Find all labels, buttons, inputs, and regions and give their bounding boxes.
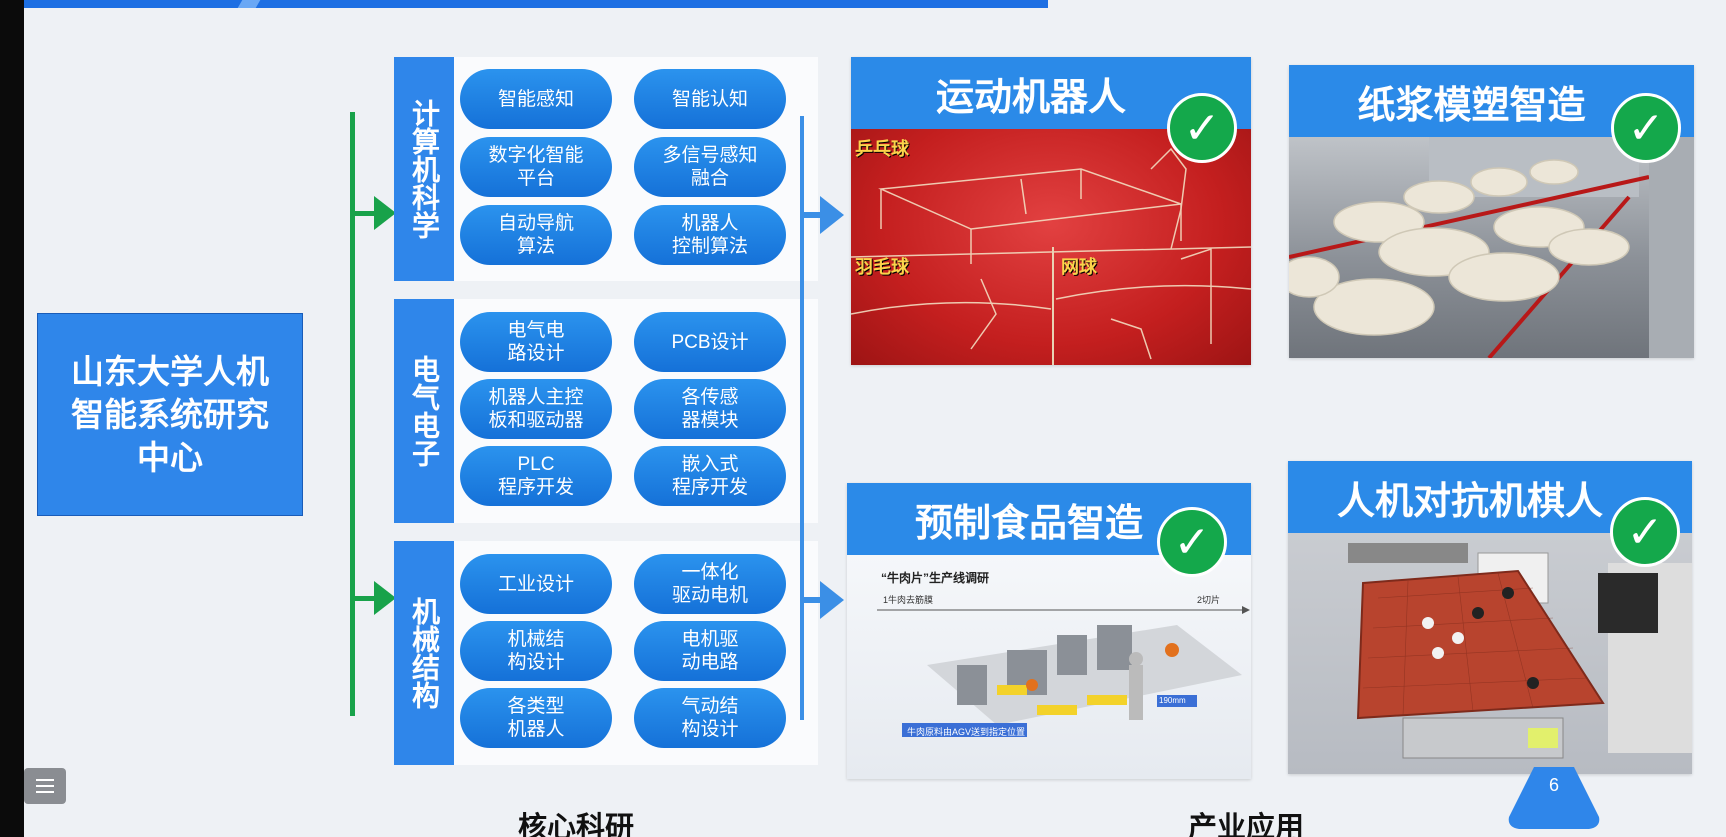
chess-robot-illustration: [1348, 543, 1692, 759]
food-line-illustration: [877, 606, 1250, 737]
category-electrical: 电气电子 电气电 路设计 PCB设计 机器人主控 板和驱动器 各传感 器模块 P…: [394, 299, 818, 523]
pulp-molding-image: [1289, 137, 1694, 358]
research-pill: 智能认知: [634, 69, 786, 129]
top-accent-bar: [24, 0, 1048, 8]
core-research-label: 核心科研: [518, 812, 635, 837]
sport-robot-image: 乒乓球 羽毛球 网球: [851, 129, 1251, 365]
image-label-tennis: 网球: [1061, 257, 1097, 277]
blue-trunk-line: [800, 116, 804, 720]
application-card-prepared-food: 预制食品智造 “牛肉片”生产线调研 1牛肉去筋膜 2切片: [847, 483, 1251, 779]
pulp-molding-illustration: [1289, 137, 1694, 358]
research-pill: 嵌入式 程序开发: [634, 446, 786, 506]
application-card-sport-robot: 运动机器人 乒乓球 羽毛球 网球 ✓: [851, 57, 1251, 365]
sport-robot-illustration: [851, 147, 1251, 365]
check-icon: ✓: [1610, 497, 1680, 567]
image-label-badminton: 羽毛球: [855, 257, 909, 277]
blue-branch-2: [804, 597, 822, 603]
food-step-2: 2切片: [1197, 595, 1221, 605]
research-pill: PLC 程序开发: [460, 446, 612, 506]
research-pill: 智能感知: [460, 69, 612, 129]
industry-application-label: 产业应用: [1188, 812, 1305, 837]
research-pill: 一体化 驱动电机: [634, 554, 786, 614]
check-icon: ✓: [1167, 93, 1237, 163]
page-number: 6: [1548, 775, 1559, 795]
category-label: 计算机科学: [394, 57, 454, 281]
research-pill: 自动导航 算法: [460, 205, 612, 265]
green-branch-1: [355, 211, 375, 216]
application-title: 运动机器人: [851, 57, 1251, 129]
page-number-shape: [1508, 767, 1600, 829]
research-pill: 各类型 机器人: [460, 688, 612, 748]
research-pill: 工业设计: [460, 554, 612, 614]
list-icon[interactable]: [24, 768, 66, 804]
research-pill: 各传感 器模块: [634, 379, 786, 439]
food-dimension: 190mm: [1159, 696, 1186, 705]
research-pill: 机械结 构设计: [460, 621, 612, 681]
check-icon: ✓: [1157, 507, 1227, 577]
application-card-chess-robot: 人机对抗机棋人: [1288, 461, 1692, 774]
slide: 山东大学人机智能系统研究中心 计算机科学 智能感知 智能认知 数字化智能 平台 …: [24, 0, 1726, 837]
chess-robot-image: [1288, 533, 1692, 774]
research-pill: 数字化智能 平台: [460, 137, 612, 197]
green-branch-2: [355, 596, 375, 601]
blue-arrow-1: [820, 196, 844, 234]
category-label: 电气电子: [394, 299, 454, 523]
green-arrow-1: [374, 196, 396, 230]
food-line-title: “牛肉片”生产线调研: [881, 571, 990, 585]
food-agv-note: 牛肉原料由AGV送到指定位置: [907, 727, 1026, 737]
center-title-box: 山东大学人机智能系统研究中心: [37, 313, 303, 516]
research-pill: 多信号感知 融合: [634, 137, 786, 197]
research-pill: 电气电 路设计: [460, 312, 612, 372]
category-mechanical: 机械结构 工业设计 一体化 驱动电机 机械结 构设计 电机驱 动电路 各类型 机…: [394, 541, 818, 765]
center-title: 山东大学人机智能系统研究中心: [71, 353, 269, 476]
green-trunk-line: [350, 112, 355, 716]
green-arrow-2: [374, 581, 396, 615]
image-label-pingpong: 乒乓球: [855, 139, 909, 159]
research-pill: 气动结 构设计: [634, 688, 786, 748]
research-pill: 机器人主控 板和驱动器: [460, 379, 612, 439]
research-pill: 机器人 控制算法: [634, 205, 786, 265]
category-computer-science: 计算机科学 智能感知 智能认知 数字化智能 平台 多信号感知 融合 自动导航 算…: [394, 57, 818, 281]
application-card-pulp-molding: 纸浆模塑智造 ✓: [1289, 65, 1694, 358]
research-pill: PCB设计: [634, 312, 786, 372]
check-icon: ✓: [1611, 93, 1681, 163]
research-pill: 电机驱 动电路: [634, 621, 786, 681]
food-step-1: 1牛肉去筋膜: [883, 595, 934, 605]
blue-arrow-2: [820, 581, 844, 619]
blue-branch-1: [804, 212, 822, 218]
page-number-badge: 6: [1504, 767, 1604, 837]
prepared-food-image: “牛肉片”生产线调研 1牛肉去筋膜 2切片: [847, 555, 1251, 779]
category-label: 机械结构: [394, 541, 454, 765]
